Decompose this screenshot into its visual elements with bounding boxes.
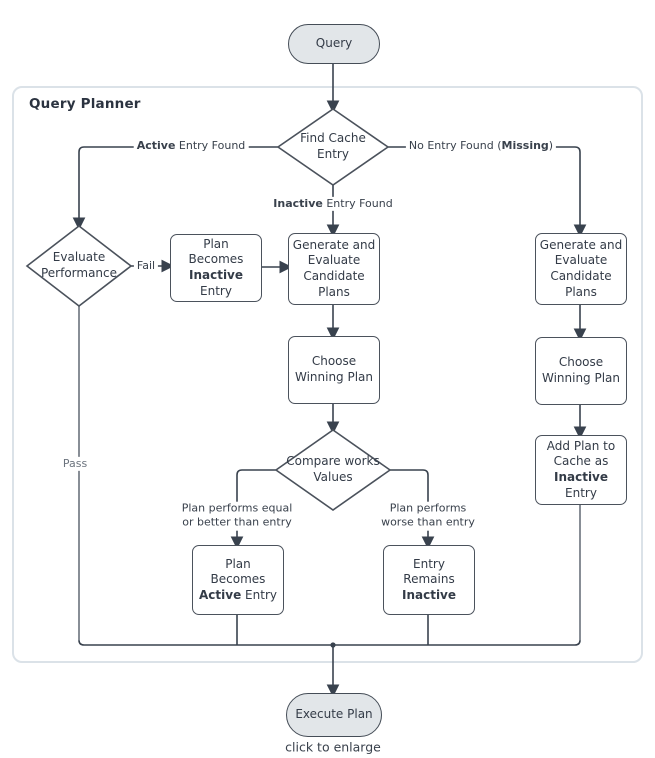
label-part-bold: Inactive (401, 587, 457, 602)
label-part: Entry Found (322, 196, 393, 210)
node-compare-values: Compare works Values (278, 450, 388, 490)
node-add-plan-to-cache: Add Plan to Cache as Inactive Entry (535, 435, 627, 505)
compare-diamond (274, 429, 392, 511)
edge-label-no-entry-found: No Entry Found (Missing) (405, 138, 557, 154)
label-part: Entry (241, 587, 277, 602)
edges-muted (78, 306, 581, 641)
node-plan-becomes-inactive: Plan Becomes Inactive Entry (170, 234, 262, 302)
label-part: Entry (200, 283, 232, 298)
label-part-bold: Active (199, 587, 242, 602)
node-execute-label: Execute Plan (295, 707, 373, 722)
node-choose-right-label: Choose Winning Plan (541, 355, 621, 385)
find-cache-diamond (276, 108, 390, 186)
node-query: Query (288, 24, 380, 64)
click-to-enlarge-hint[interactable]: click to enlarge (285, 739, 381, 755)
node-execute-plan: Execute Plan (286, 693, 382, 737)
label-part-bold: Active (136, 138, 176, 152)
node-entry-remains-label: Entry Remains Inactive (384, 555, 474, 606)
node-plan-becomes-active: Plan Becomes Active Entry (192, 545, 284, 615)
label-part: Entry (565, 485, 597, 500)
evaluate-diamond (25, 224, 133, 308)
node-generate-candidates-right: Generate and Evaluate Candidate Plans (535, 233, 627, 305)
label-part-bold: Inactive (188, 268, 244, 282)
edge-worse (390, 469, 435, 550)
node-find-cache-label: Find Cache Entry (300, 131, 366, 161)
node-evaluate-performance: Evaluate Performance (29, 246, 129, 286)
label-part: Entry Remains (403, 556, 455, 587)
edge-label-pass: Pass (59, 456, 91, 472)
label-part-bold: Missing (501, 138, 549, 152)
merge-junction-dot (330, 642, 336, 648)
node-generate-center-label: Generate and Evaluate Candidate Plans (292, 237, 376, 299)
decision-shapes (25, 108, 392, 511)
edge-label-fail: Fail (133, 258, 159, 274)
node-entry-remains-inactive: Entry Remains Inactive (383, 545, 475, 615)
edge-label-inactive-entry-found: Inactive Entry Found (270, 196, 396, 212)
label-part-bold: Inactive (553, 470, 609, 484)
edge-label-worse: Plan performs worse than entry (373, 501, 483, 531)
node-choose-center-label: Choose Winning Plan (294, 354, 374, 384)
label-part: Plan Becomes (188, 236, 244, 267)
edge-equal-better (230, 469, 276, 550)
node-find-cache-entry: Find Cache Entry (283, 127, 383, 167)
node-choose-winning-right: Choose Winning Plan (535, 337, 627, 405)
label-part: Entry Found (175, 138, 246, 152)
label-part-bold: Inactive (273, 196, 323, 210)
node-add-plan-label: Add Plan to Cache as Inactive Entry (536, 437, 626, 503)
edge-no-entry (388, 146, 587, 238)
edge-label-equal-or-better: Plan performs equal or better than entry (173, 501, 301, 531)
node-plan-becomes-inactive-label: Plan Becomes Inactive Entry (171, 235, 261, 301)
edge-active-found (72, 146, 278, 231)
label-part: Add Plan to Cache as (546, 438, 616, 469)
node-plan-becomes-active-label: Plan Becomes Active Entry (193, 555, 283, 606)
query-planner-title: Query Planner (29, 96, 141, 112)
edge-label-active-entry-found: Active Entry Found (133, 138, 249, 154)
node-evaluate-label: Evaluate Performance (40, 250, 118, 280)
node-generate-candidates-center: Generate and Evaluate Candidate Plans (288, 233, 380, 305)
node-query-label: Query (315, 36, 353, 51)
label-part: No Entry Found ( (408, 138, 502, 152)
node-choose-winning-center: Choose Winning Plan (288, 336, 380, 404)
node-compare-label: Compare works Values (286, 454, 380, 484)
label-part: ) (548, 138, 554, 152)
label-part: Plan Becomes (210, 556, 266, 587)
node-generate-right-label: Generate and Evaluate Candidate Plans (539, 237, 623, 299)
